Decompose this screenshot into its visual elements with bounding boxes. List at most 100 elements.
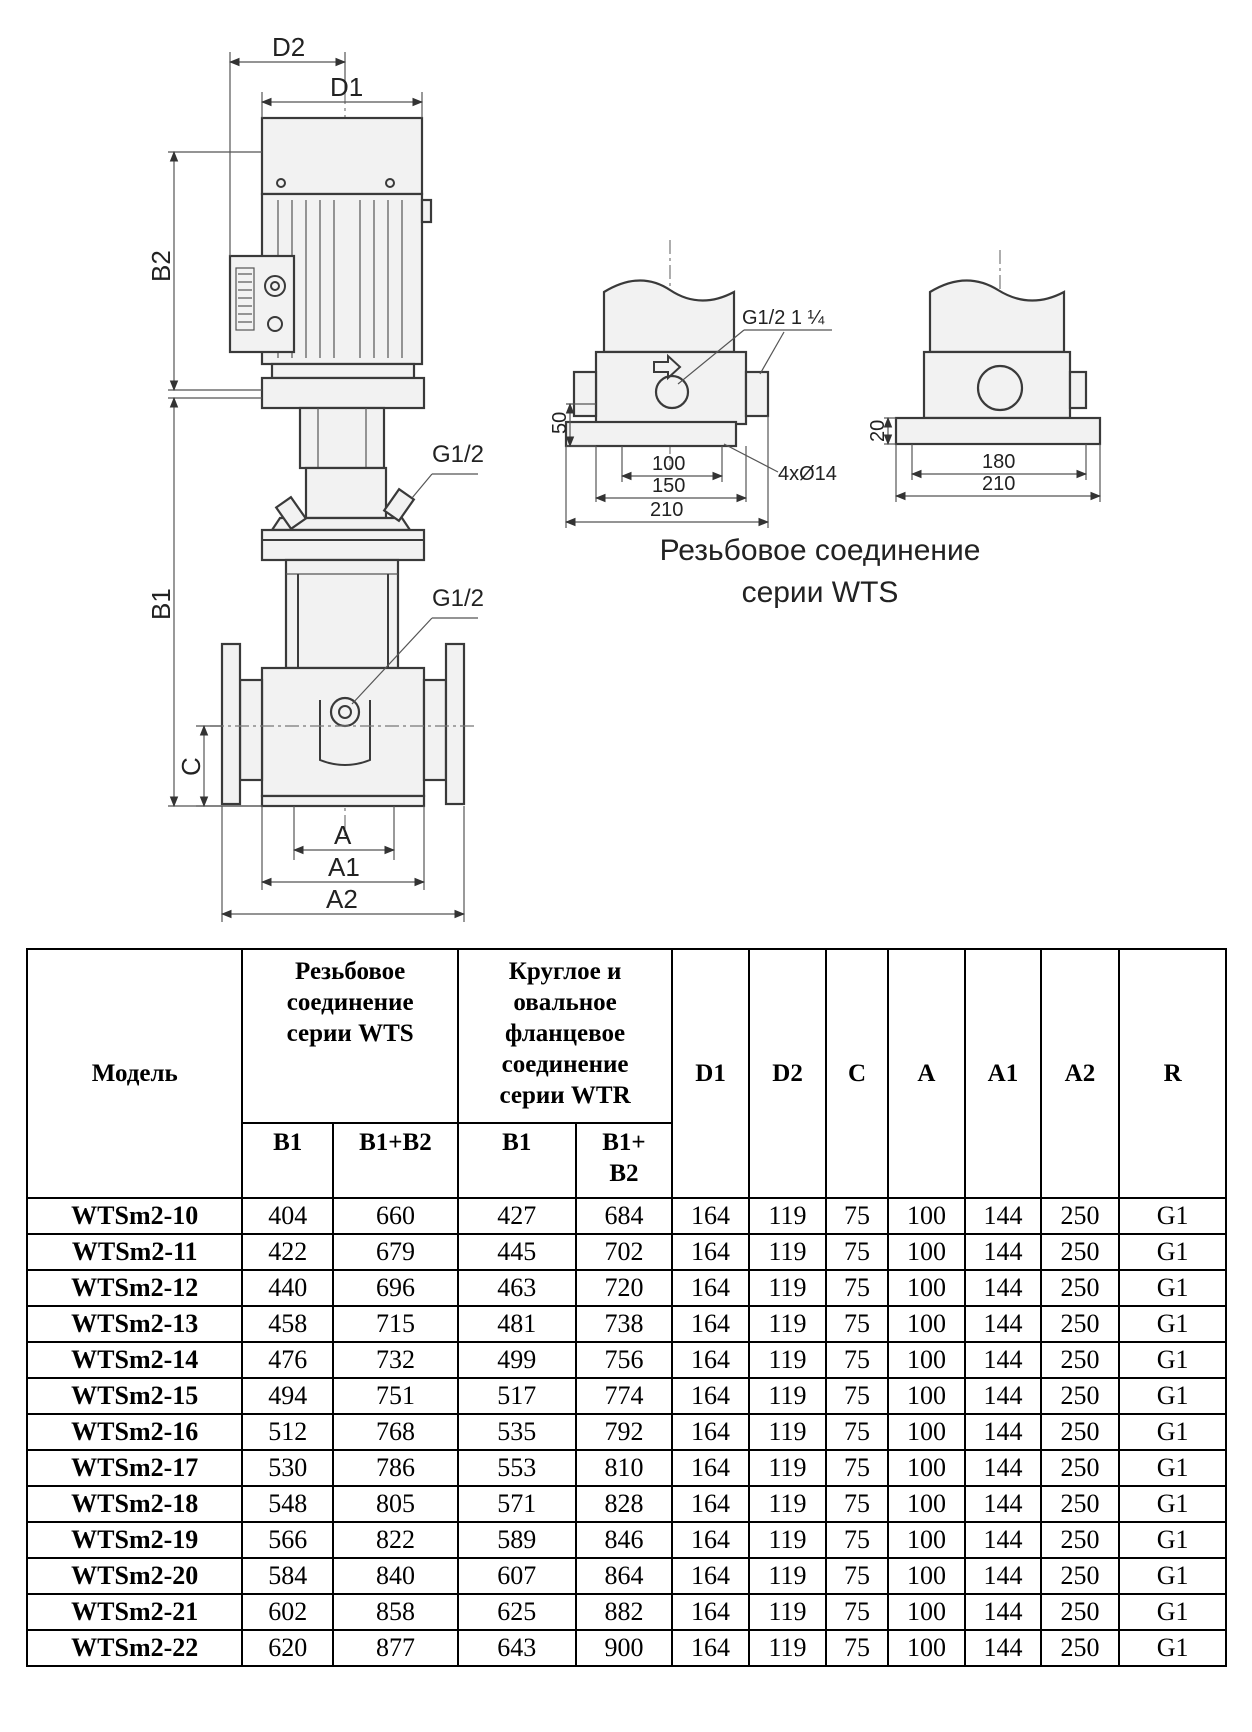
cell-d2: 119 bbox=[747, 1413, 828, 1451]
cell-a2: 250 bbox=[1039, 1377, 1121, 1415]
header-wtr-b1: B1 bbox=[456, 1122, 577, 1199]
cell-c: 75 bbox=[825, 1305, 889, 1343]
cell-wtr-b1b2: 882 bbox=[574, 1593, 674, 1631]
cell-wtr-b1: 625 bbox=[456, 1593, 577, 1631]
cell-model: WTSm2-10 bbox=[25, 1197, 244, 1235]
cell-d1: 164 bbox=[671, 1629, 750, 1667]
cell-a: 100 bbox=[886, 1377, 967, 1415]
header-d2: D2 bbox=[747, 948, 828, 1199]
cell-model: WTSm2-21 bbox=[25, 1593, 244, 1631]
cell-wts-b1b2: 858 bbox=[332, 1593, 459, 1631]
cell-d1: 164 bbox=[671, 1593, 750, 1631]
header-r: R bbox=[1118, 948, 1227, 1199]
header-wtr: Круглое и овальное фланцевое соединение … bbox=[456, 948, 674, 1124]
cell-wtr-b1b2: 864 bbox=[574, 1557, 674, 1595]
vent-plug-icon bbox=[274, 487, 416, 531]
cell-c: 75 bbox=[825, 1197, 889, 1235]
cell-r: G1 bbox=[1118, 1233, 1227, 1271]
dim-label-d2: D2 bbox=[272, 32, 305, 62]
cell-wtr-b1: 499 bbox=[456, 1341, 577, 1379]
label-g-wts: G1/2 1 ¼ bbox=[742, 307, 825, 329]
cell-r: G1 bbox=[1118, 1557, 1227, 1595]
cell-wts-b1: 404 bbox=[241, 1197, 335, 1235]
cell-model: WTSm2-20 bbox=[25, 1557, 244, 1595]
cell-wts-b1b2: 822 bbox=[332, 1521, 459, 1559]
cell-wts-b1b2: 877 bbox=[332, 1629, 459, 1667]
cell-r: G1 bbox=[1118, 1197, 1227, 1235]
dimensions-table: Модель Резьбовое соединение серии WTS Кр… bbox=[25, 948, 1227, 1667]
dim-label-50: 50 bbox=[549, 412, 571, 434]
terminal-box bbox=[228, 254, 296, 354]
cell-a2: 250 bbox=[1039, 1449, 1121, 1487]
cell-c: 75 bbox=[825, 1593, 889, 1631]
cell-r: G1 bbox=[1118, 1305, 1227, 1343]
cell-wtr-b1: 427 bbox=[456, 1197, 577, 1235]
cell-model: WTSm2-19 bbox=[25, 1521, 244, 1559]
cell-a1: 144 bbox=[964, 1269, 1042, 1307]
dim-label-b1: B1 bbox=[146, 588, 176, 620]
cell-a1: 144 bbox=[964, 1341, 1042, 1379]
cell-model: WTSm2-22 bbox=[25, 1629, 244, 1667]
cell-wts-b1b2: 840 bbox=[332, 1557, 459, 1595]
pump-sleeve bbox=[284, 558, 400, 670]
cell-wts-b1: 548 bbox=[241, 1485, 335, 1523]
outlet-flange bbox=[444, 642, 466, 806]
cell-r: G1 bbox=[1118, 1377, 1227, 1415]
pump-base bbox=[260, 666, 426, 798]
cell-d1: 164 bbox=[671, 1485, 750, 1523]
cell-r: G1 bbox=[1118, 1629, 1227, 1667]
label-g-lower: G1/2 bbox=[432, 585, 484, 612]
cell-a2: 250 bbox=[1039, 1413, 1121, 1451]
cell-d2: 119 bbox=[747, 1377, 828, 1415]
cell-d2: 119 bbox=[747, 1269, 828, 1307]
cell-c: 75 bbox=[825, 1449, 889, 1487]
cell-wtr-b1b2: 900 bbox=[574, 1629, 674, 1667]
cell-wts-b1: 584 bbox=[241, 1557, 335, 1595]
cell-a: 100 bbox=[886, 1305, 967, 1343]
cell-a1: 144 bbox=[964, 1449, 1042, 1487]
cell-a1: 144 bbox=[964, 1377, 1042, 1415]
cell-a1: 144 bbox=[964, 1413, 1042, 1451]
cell-a1: 144 bbox=[964, 1485, 1042, 1523]
dim-label-210-side: 210 bbox=[982, 473, 1015, 495]
cell-c: 75 bbox=[825, 1377, 889, 1415]
cell-model: WTSm2-18 bbox=[25, 1485, 244, 1523]
cell-d1: 164 bbox=[671, 1377, 750, 1415]
wts-connection-detail: G1/2 1 ¼ 4xØ14 50 100 150 210 Резьбовое … bbox=[549, 240, 980, 609]
drain-plug-icon bbox=[329, 696, 361, 728]
dim-label-a2: A2 bbox=[326, 884, 358, 914]
cell-a2: 250 bbox=[1039, 1197, 1121, 1235]
cell-a2: 250 bbox=[1039, 1521, 1121, 1559]
cell-a: 100 bbox=[886, 1233, 967, 1271]
cell-a1: 144 bbox=[964, 1521, 1042, 1559]
cell-wts-b1: 458 bbox=[241, 1305, 335, 1343]
cell-d2: 119 bbox=[747, 1485, 828, 1523]
header-model: Модель bbox=[25, 948, 244, 1199]
header-a2: A2 bbox=[1039, 948, 1121, 1199]
cell-wtr-b1: 481 bbox=[456, 1305, 577, 1343]
inlet-flange bbox=[220, 642, 242, 806]
cell-a: 100 bbox=[886, 1269, 967, 1307]
dim-label-b2: B2 bbox=[146, 250, 176, 282]
cell-wtr-b1b2: 702 bbox=[574, 1233, 674, 1271]
dim-label-a: A bbox=[334, 820, 352, 850]
cell-a: 100 bbox=[886, 1521, 967, 1559]
motor-fan-cover bbox=[260, 116, 424, 196]
cell-a: 100 bbox=[886, 1449, 967, 1487]
cell-a2: 250 bbox=[1039, 1629, 1121, 1667]
cell-d2: 119 bbox=[747, 1629, 828, 1667]
cell-d2: 119 bbox=[747, 1341, 828, 1379]
cell-r: G1 bbox=[1118, 1413, 1227, 1451]
cell-d2: 119 bbox=[747, 1593, 828, 1631]
cell-wts-b1: 566 bbox=[241, 1521, 335, 1559]
cell-a2: 250 bbox=[1039, 1593, 1121, 1631]
